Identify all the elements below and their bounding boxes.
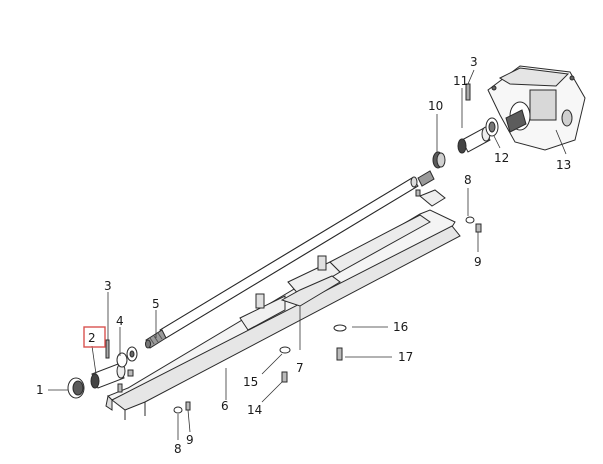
callout-6: 6 (221, 399, 229, 413)
callout-10: 10 (428, 99, 443, 113)
coupling-sleeve-11 (457, 83, 491, 154)
bearing-10 (432, 151, 446, 169)
callout-8-lower: 8 (174, 442, 182, 456)
callout-2: 2 (88, 331, 96, 345)
small-bolt (117, 369, 134, 393)
left-bearing-1 (67, 377, 85, 399)
callout-16: 16 (393, 320, 408, 334)
washer-8-lower (173, 406, 183, 414)
callout-17: 17 (398, 350, 413, 364)
washer-4 (116, 346, 138, 368)
leader-lines (48, 69, 567, 440)
callout-5: 5 (152, 297, 160, 311)
washer-8-upper (465, 216, 475, 224)
callout-11: 11 (453, 74, 468, 88)
callout-8-upper: 8 (464, 173, 472, 187)
top-rail-bolt (415, 189, 421, 197)
pin-3 (105, 339, 110, 359)
bolt-17 (336, 347, 343, 361)
callout-13: 13 (556, 158, 571, 172)
callout-1: 1 (36, 383, 44, 397)
callout-9-lower: 9 (186, 433, 194, 447)
callout-2-highlight-box (83, 326, 106, 348)
seal-ring-12 (485, 117, 499, 137)
callout-4: 4 (116, 314, 124, 328)
callout-12: 12 (494, 151, 509, 165)
bolt-14 (281, 371, 288, 383)
callout-15: 15 (243, 375, 258, 389)
callout-3-right: 3 (470, 55, 478, 69)
lower-frame-rail (105, 209, 461, 420)
upper-bracket (280, 189, 446, 307)
left-sleeve-2 (90, 363, 126, 389)
callout-14: 14 (247, 403, 262, 417)
washer-16 (333, 324, 347, 332)
callout-7: 7 (296, 361, 304, 375)
drive-shaft (145, 170, 435, 349)
callout-9-upper: 9 (474, 255, 482, 269)
bolt-9-upper (475, 223, 482, 233)
callout-3-left: 3 (104, 279, 112, 293)
callout-labels: 1 2 3 3 4 5 6 7 8 8 9 9 10 11 12 13 14 1… (36, 55, 571, 456)
gearbox-housing-13 (487, 65, 586, 151)
washer-15 (279, 346, 291, 354)
bolt-9-lower (185, 401, 191, 411)
